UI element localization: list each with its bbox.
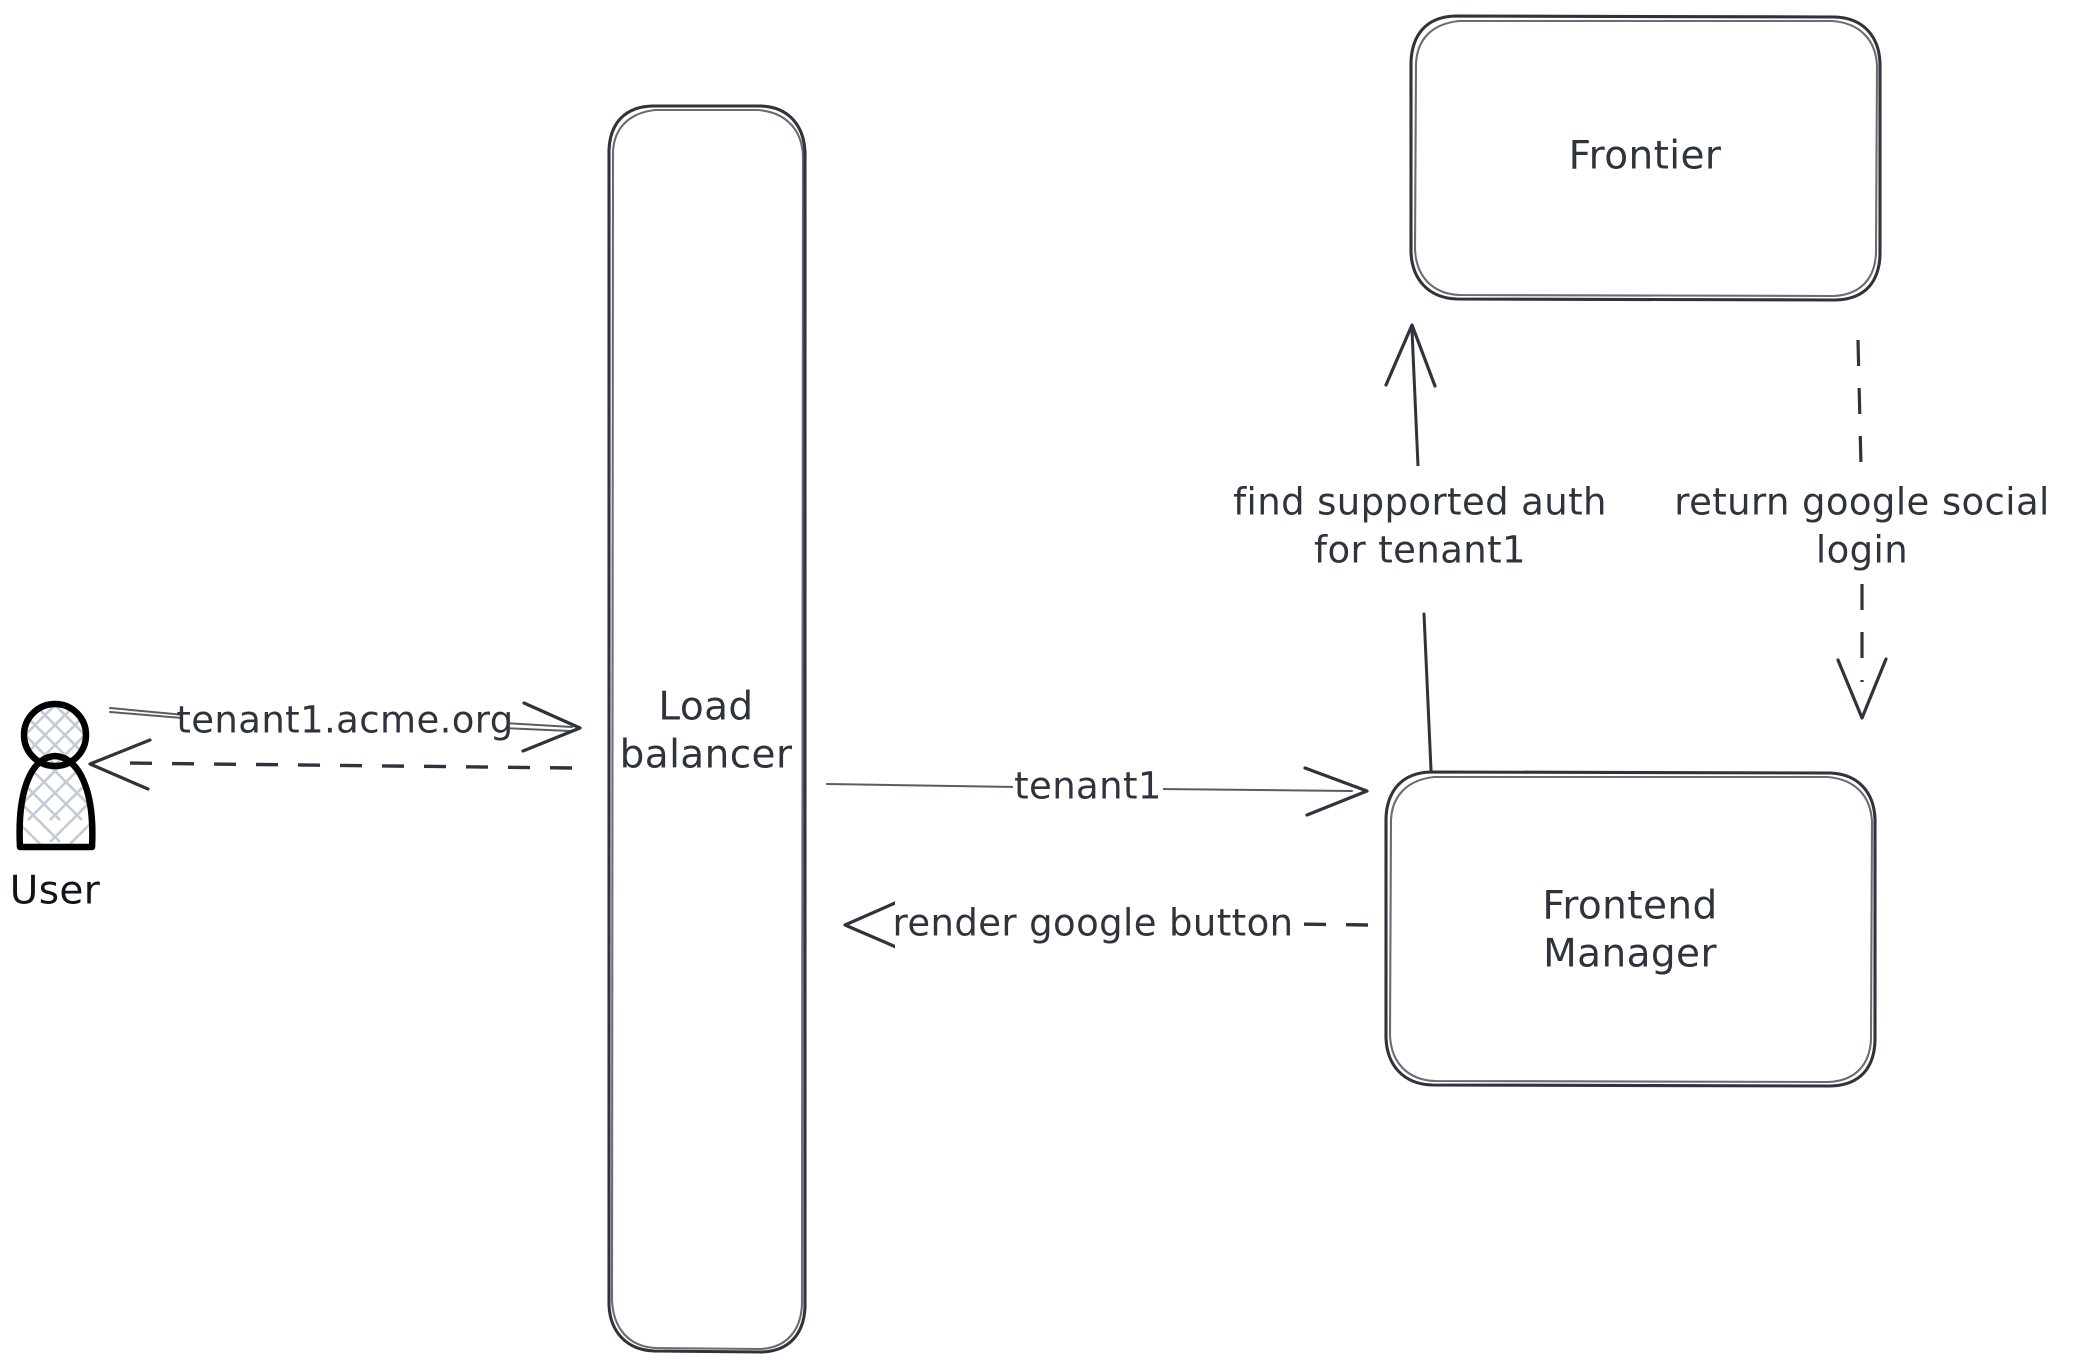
node-load-balancer-label-line2: balancer — [620, 733, 793, 778]
edge-user-to-lb-label: tenant1.acme.org — [176, 699, 513, 742]
edge-label-backdrop — [895, 899, 1295, 951]
node-frontend-manager-label-line1: Frontend — [1542, 884, 1717, 929]
edge-label-backdrop — [1013, 762, 1163, 812]
node-frontend-manager[interactable]: Frontend Manager — [1384, 770, 1877, 1088]
edge-frontier-to-fm-label-line1: return google social — [1674, 481, 2049, 524]
node-frontier-label: Frontier — [1569, 134, 1722, 179]
node-load-balancer[interactable]: Load balancer — [607, 104, 807, 1354]
edge-fm-to-lb-label: render google button — [893, 902, 1294, 945]
edge-lb-to-fm-label: tenant1 — [1014, 765, 1162, 808]
edge-load-balancer-to-frontend-manager[interactable]: tenant1 — [826, 762, 1369, 817]
edge-fm-to-frontier-label-line2: for tenant1 — [1314, 529, 1526, 572]
edge-user-to-load-balancer[interactable]: tenant1.acme.org — [109, 696, 582, 753]
node-frontend-manager-label-line2: Manager — [1543, 932, 1717, 977]
actor-user[interactable]: User — [0, 690, 148, 914]
user-head-icon — [20, 700, 90, 770]
edge-fm-to-frontier-label-line1: find supported auth — [1233, 481, 1607, 524]
edge-label-backdrop — [180, 696, 510, 748]
actor-user-label: User — [10, 869, 101, 914]
node-load-balancer-label-line1: Load — [658, 685, 753, 730]
edge-frontier-to-fm-label-line2: login — [1816, 529, 1908, 572]
edge-frontend-manager-to-load-balancer[interactable]: render google button — [843, 899, 1369, 951]
edge-load-balancer-to-user[interactable] — [88, 738, 573, 791]
edge-label-backdrop — [1655, 466, 2075, 584]
edge-frontend-manager-to-frontier[interactable]: find supported auth for tenant1 — [1212, 323, 1627, 772]
node-frontier[interactable]: Frontier — [1409, 14, 1882, 302]
edge-frontier-to-frontend-manager[interactable]: return google social login — [1655, 339, 2075, 720]
user-body-icon — [16, 752, 96, 851]
edge-label-backdrop — [1212, 466, 1627, 584]
